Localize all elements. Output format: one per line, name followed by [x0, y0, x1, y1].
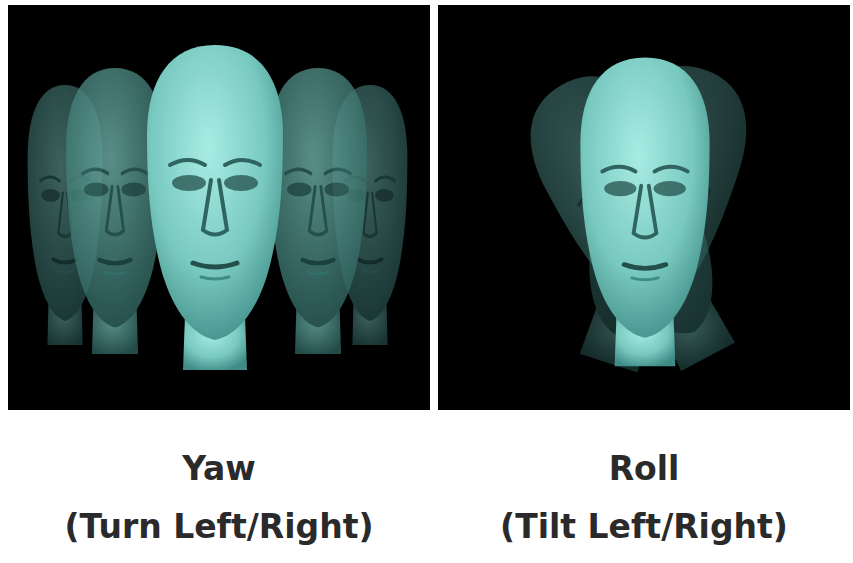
- pose-description: (Turn Left/Right): [64, 507, 373, 546]
- pose-name: Roll: [609, 449, 680, 488]
- pose-description: (Tilt Left/Right): [500, 507, 788, 546]
- pose-name: Yaw: [182, 449, 256, 488]
